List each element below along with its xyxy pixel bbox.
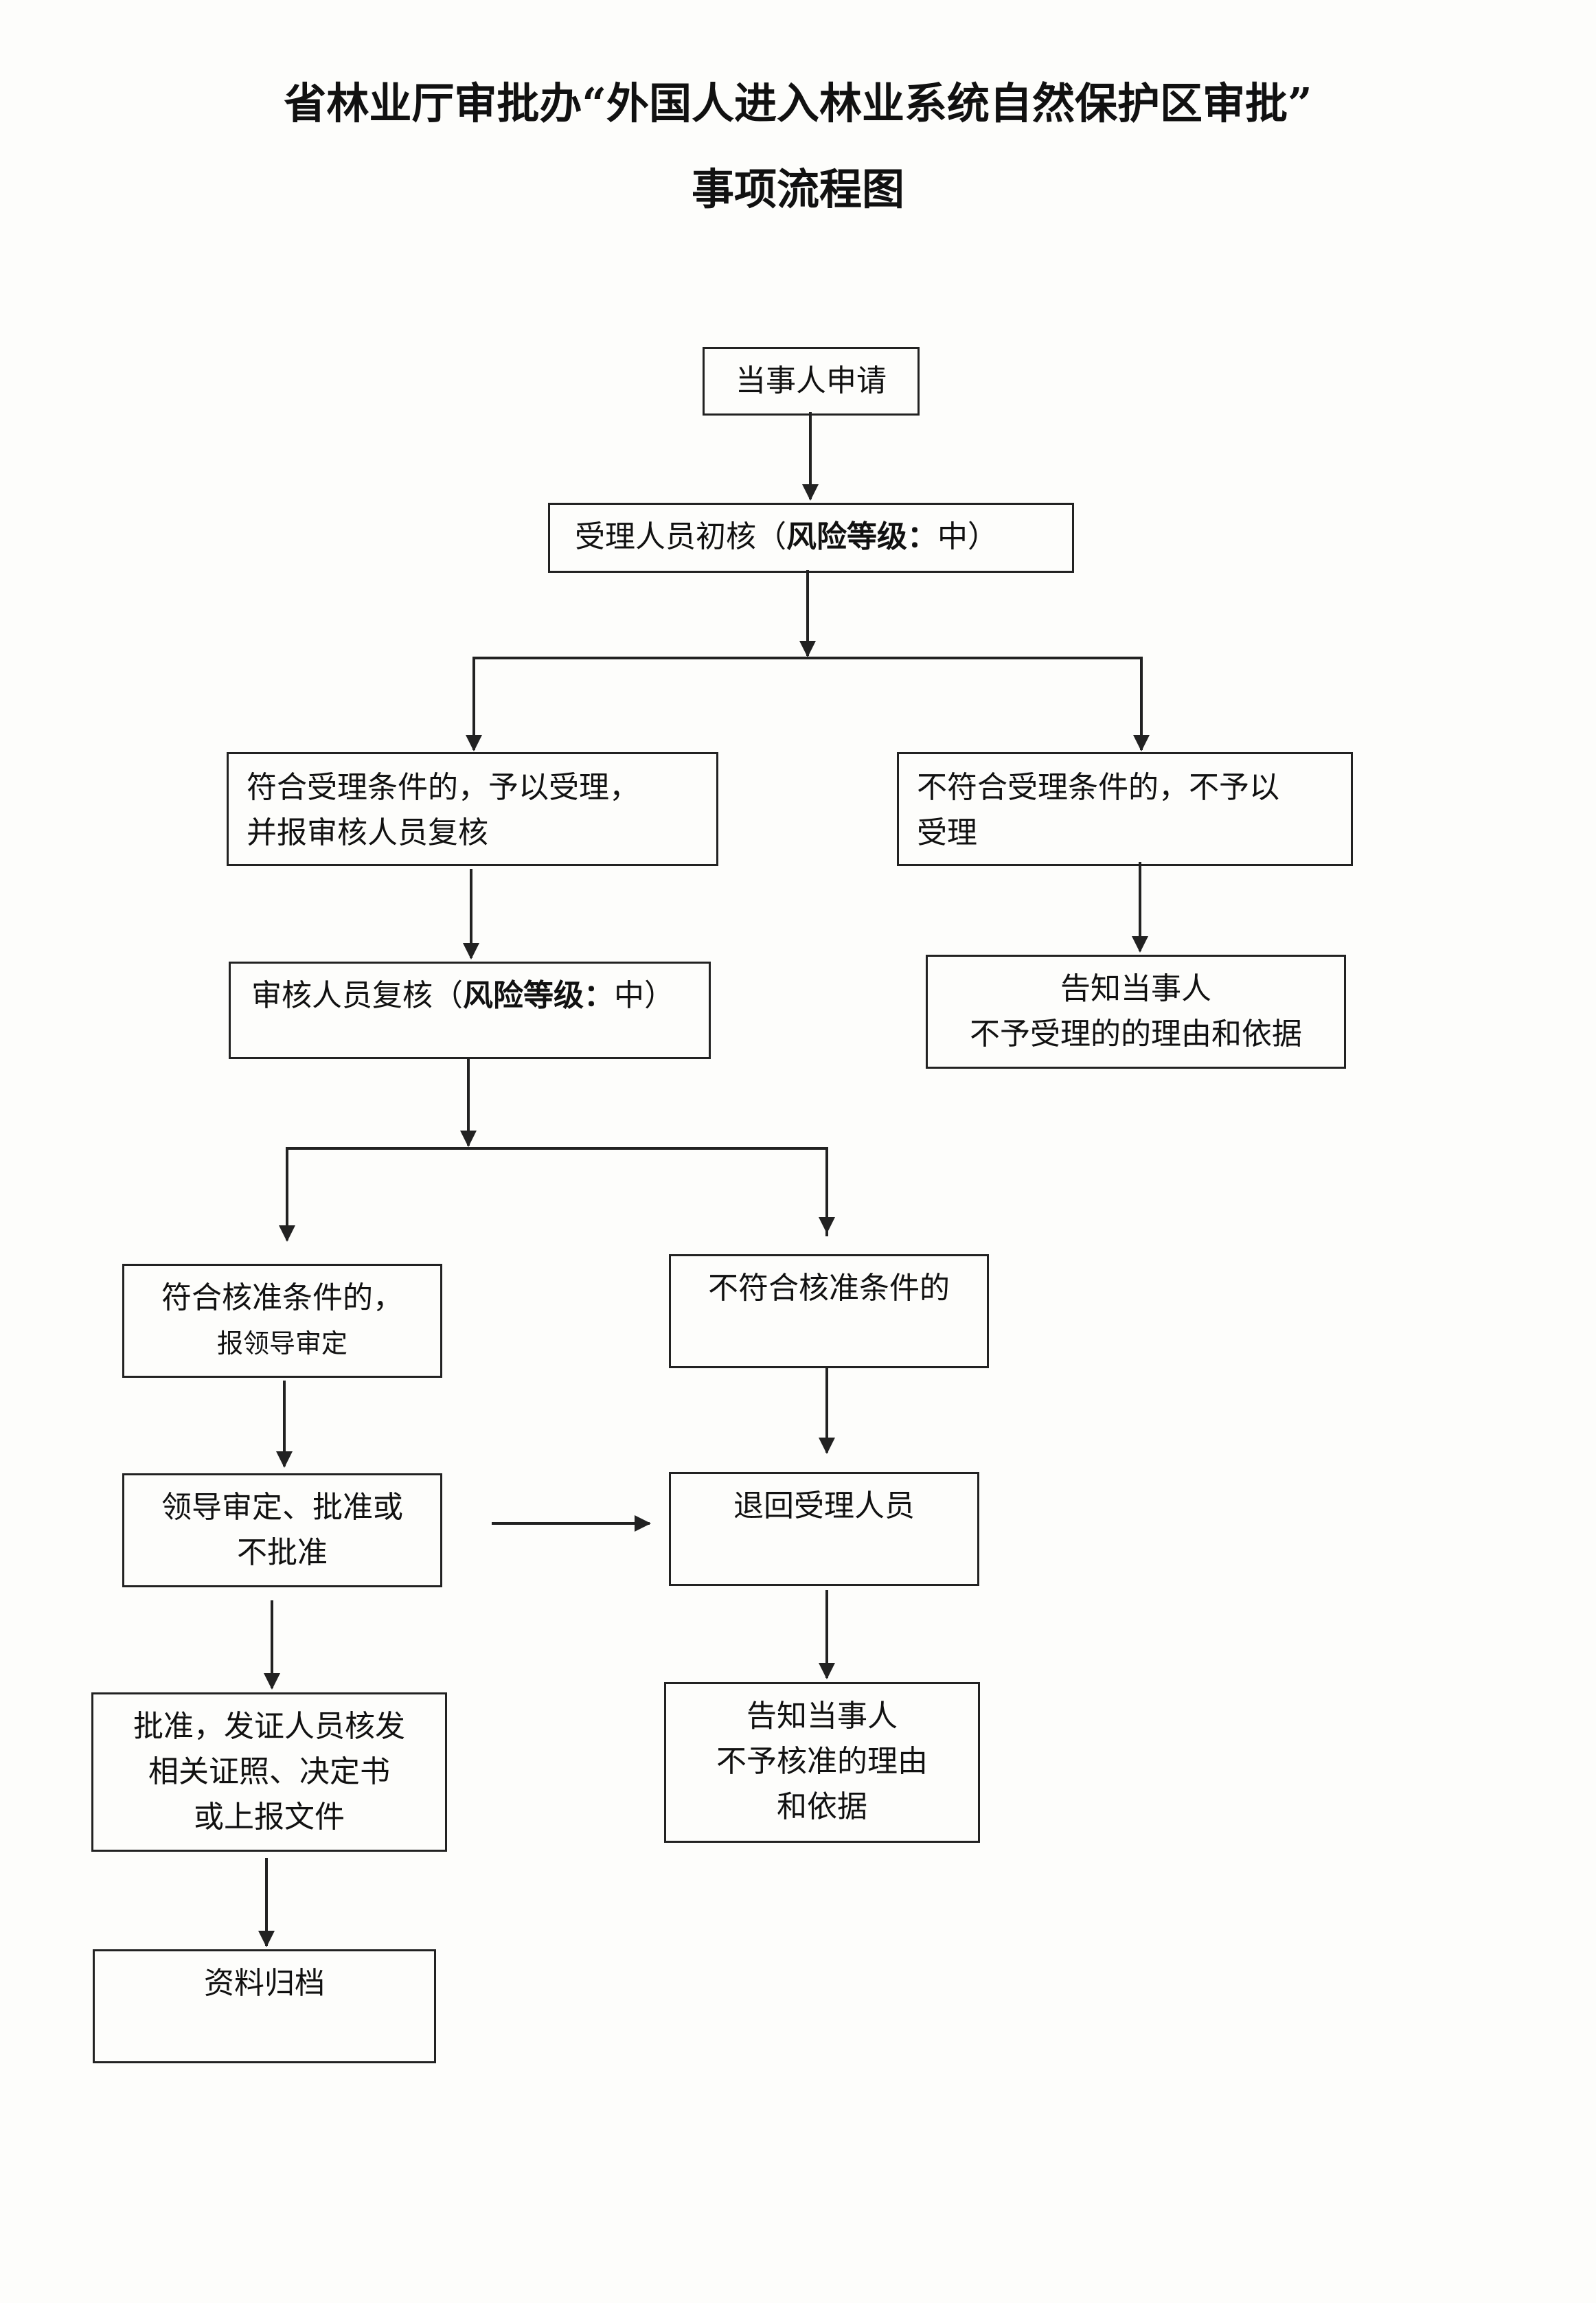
initial-review-risk-level: 中 (937, 519, 968, 554)
node-notify-reject-line2: 不予受理的的理由和依据 (970, 1017, 1302, 1052)
node-approve-cond: 符合核准条件的， 报领导审定 (122, 1264, 442, 1378)
node-leader: 领导审定、批准或 不批准 (122, 1473, 442, 1587)
node-notify-nocond-line3: 和依据 (777, 1789, 867, 1824)
node-reject-accept: 不符合受理条件的，不予以 受理 (897, 752, 1353, 866)
node-leader-line1: 领导审定、批准或 (161, 1490, 403, 1525)
node-approve-cond-line1: 符合核准条件的， (161, 1280, 403, 1315)
diagram-title: 省林业厅审批办“外国人进入林业系统自然保护区审批” (284, 78, 1312, 128)
node-reject-accept-line1: 不符合受理条件的，不予以 (917, 770, 1279, 805)
node-issue: 批准，发证人员核发 相关证照、决定书 或上报文件 (91, 1692, 447, 1852)
node-issue-line3: 或上报文件 (194, 1800, 345, 1835)
node-return: 退回受理人员 (669, 1472, 979, 1586)
node-notify-nocond: 告知当事人 不予核准的理由 和依据 (664, 1682, 980, 1843)
node-notify-reject-line1: 告知当事人 (1060, 971, 1211, 1006)
node-accept-line2: 并报审核人员复核 (247, 815, 488, 850)
node-notify-nocond-line2: 不予核准的理由 (716, 1744, 928, 1779)
initial-review-prefix: 受理人员初核（ (575, 519, 786, 554)
node-archive-text: 资料归档 (204, 1966, 325, 2001)
node-accept-line1: 符合受理条件的，予以受理， (247, 770, 639, 805)
node-archive: 资料归档 (93, 1949, 436, 2063)
recheck-risk-label: 风险等级： (463, 978, 614, 1013)
node-notify-reject: 告知当事人 不予受理的的理由和依据 (926, 955, 1346, 1069)
branch-recheck (286, 1147, 828, 1236)
diagram-subtitle: 事项流程图 (691, 164, 904, 214)
recheck-suffix: ） (644, 978, 674, 1013)
node-initial-review: 受理人员初核（风险等级：中） (548, 503, 1074, 573)
initial-review-suffix: ） (968, 519, 998, 554)
initial-review-risk-label: 风险等级： (786, 519, 937, 554)
node-notify-nocond-line1: 告知当事人 (746, 1699, 898, 1734)
node-issue-line1: 批准，发证人员核发 (133, 1709, 405, 1744)
node-leader-line2: 不批准 (237, 1535, 328, 1570)
node-reject-accept-line2: 受理 (917, 815, 977, 850)
node-apply: 当事人申请 (703, 347, 920, 416)
branch-initial-review (472, 657, 1143, 747)
recheck-prefix: 审核人员复核（ (251, 978, 463, 1013)
node-apply-text: 当事人申请 (736, 363, 887, 398)
node-issue-line2: 相关证照、决定书 (148, 1754, 390, 1789)
node-reject-cond: 不符合核准条件的 (669, 1254, 989, 1368)
node-approve-cond-line2: 报领导审定 (216, 1328, 347, 1359)
node-reject-cond-text: 不符合核准条件的 (708, 1271, 950, 1306)
node-return-text: 退回受理人员 (733, 1488, 915, 1523)
node-accept: 符合受理条件的，予以受理， 并报审核人员复核 (227, 752, 718, 866)
recheck-risk-level: 中 (614, 978, 644, 1013)
node-recheck: 审核人员复核（风险等级：中） (229, 962, 711, 1059)
